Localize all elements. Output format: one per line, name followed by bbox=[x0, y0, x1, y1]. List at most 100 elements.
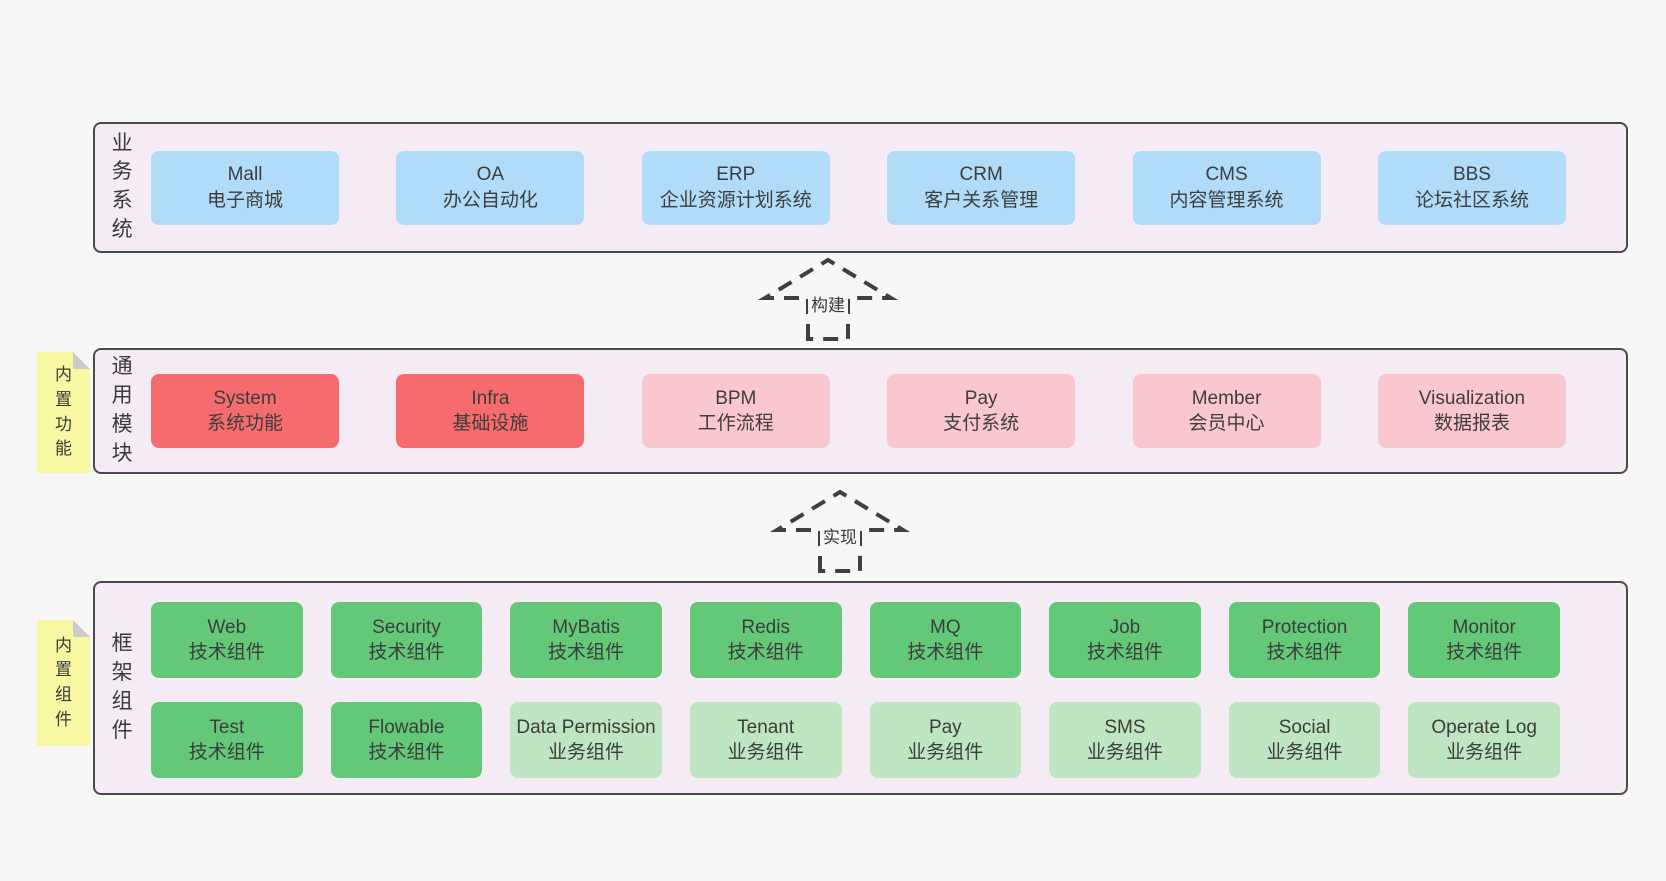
module-box-visualization: Visualization 数据报表 bbox=[1377, 374, 1566, 448]
box-title: OA bbox=[476, 164, 505, 186]
box-title: Protection bbox=[1261, 616, 1348, 638]
sticky-note-built-in-components: 内置组件 bbox=[37, 620, 90, 746]
box-title: BBS bbox=[1452, 164, 1491, 186]
box-subtitle: 技术组件 bbox=[727, 642, 804, 663]
box-subtitle: 工作流程 bbox=[697, 413, 774, 434]
box-title: System bbox=[213, 387, 277, 409]
arrow-up-icon bbox=[769, 489, 911, 573]
box-title: Infra bbox=[471, 387, 510, 409]
component-box-pay: Pay 业务组件 bbox=[869, 702, 1022, 778]
component-box-redis: Redis 技术组件 bbox=[689, 602, 842, 678]
box-title: Monitor bbox=[1452, 616, 1516, 638]
box-title: Operate Log bbox=[1431, 716, 1537, 738]
box-title: Flowable bbox=[368, 716, 445, 738]
box-subtitle: 技术组件 bbox=[368, 742, 445, 763]
component-box-tenant: Tenant 业务组件 bbox=[689, 702, 842, 778]
box-title: ERP bbox=[716, 164, 756, 186]
box-subtitle: 业务组件 bbox=[727, 742, 804, 763]
component-box-flowable: Flowable 技术组件 bbox=[330, 702, 483, 778]
box-subtitle: 技术组件 bbox=[1446, 642, 1523, 663]
box-subtitle: 数据报表 bbox=[1433, 413, 1510, 434]
box-title: Test bbox=[209, 716, 245, 738]
component-box-job: Job 技术组件 bbox=[1049, 602, 1201, 678]
box-subtitle: 客户关系管理 bbox=[924, 189, 1039, 211]
box-title: MQ bbox=[930, 616, 961, 638]
box-subtitle: 电子商城 bbox=[206, 189, 283, 211]
box-subtitle: 技术组件 bbox=[907, 642, 984, 663]
component-box-monitor: Monitor 技术组件 bbox=[1408, 602, 1560, 678]
system-box-erp: ERP 企业资源计划系统 bbox=[641, 150, 830, 225]
box-title: BPM bbox=[715, 387, 757, 409]
component-box-web: Web 技术组件 bbox=[151, 602, 303, 678]
box-title: Pay bbox=[964, 387, 998, 409]
implement-arrow-label: 实现 bbox=[820, 522, 860, 549]
module-box-member: Member 会员中心 bbox=[1132, 374, 1321, 448]
box-subtitle: 论坛社区系统 bbox=[1414, 189, 1529, 211]
box-title: Security bbox=[372, 616, 441, 638]
box-subtitle: 办公自动化 bbox=[442, 189, 538, 211]
build-arrow-label: 构建 bbox=[808, 290, 848, 317]
band-framework-components-boxes: Web 技术组件 Security 技术组件 MyBatis 技术组件 Redi… bbox=[95, 583, 1626, 793]
box-title: Job bbox=[1109, 616, 1141, 638]
sticky-note-text: 内置功能 bbox=[55, 365, 72, 459]
component-box-mq: MQ 技术组件 bbox=[869, 602, 1022, 678]
box-subtitle: 业务组件 bbox=[548, 742, 625, 763]
system-box-cms: CMS 内容管理系统 bbox=[1132, 150, 1321, 225]
box-title: Mall bbox=[227, 164, 263, 186]
box-subtitle: 技术组件 bbox=[548, 642, 625, 663]
box-title: MyBatis bbox=[552, 616, 620, 638]
implement-arrow: 实现 bbox=[762, 484, 918, 574]
band-business-systems-label: 业务系统 bbox=[111, 131, 133, 242]
module-box-system: System 系统功能 bbox=[151, 374, 339, 448]
band-common-modules-label: 通用模块 bbox=[111, 355, 133, 465]
component-box-operate-log: Operate Log 业务组件 bbox=[1408, 702, 1560, 778]
sticky-note-text: 内置组件 bbox=[55, 635, 72, 729]
box-title: Pay bbox=[928, 716, 962, 738]
box-subtitle: 支付系统 bbox=[943, 413, 1020, 434]
component-box-sms: SMS 业务组件 bbox=[1049, 702, 1201, 778]
component-box-protection: Protection 技术组件 bbox=[1228, 602, 1381, 678]
module-box-infra: Infra 基础设施 bbox=[396, 374, 585, 448]
component-box-data-permission: Data Permission 业务组件 bbox=[510, 702, 662, 778]
box-title: Social bbox=[1278, 716, 1331, 738]
box-subtitle: 企业资源计划系统 bbox=[659, 189, 812, 211]
system-box-bbs: BBS 论坛社区系统 bbox=[1377, 150, 1566, 225]
box-subtitle: 业务组件 bbox=[907, 742, 984, 763]
box-title: Tenant bbox=[737, 716, 795, 738]
system-box-mall: Mall 电子商城 bbox=[151, 150, 339, 225]
box-subtitle: 技术组件 bbox=[188, 742, 265, 763]
box-title: Redis bbox=[741, 616, 790, 638]
box-subtitle: 业务组件 bbox=[1086, 742, 1163, 763]
component-box-social: Social 业务组件 bbox=[1228, 702, 1381, 778]
box-title: Member bbox=[1191, 387, 1262, 409]
system-box-crm: CRM 客户关系管理 bbox=[887, 150, 1076, 225]
component-box-mybatis: MyBatis 技术组件 bbox=[510, 602, 662, 678]
component-box-test: Test 技术组件 bbox=[151, 702, 303, 778]
sticky-note-built-in-features: 内置功能 bbox=[37, 352, 90, 473]
band-framework-components-label: 框架组件 bbox=[111, 632, 133, 742]
box-title: CMS bbox=[1205, 164, 1248, 186]
box-subtitle: 业务组件 bbox=[1446, 742, 1523, 763]
box-subtitle: 技术组件 bbox=[1086, 642, 1163, 663]
box-title: SMS bbox=[1104, 716, 1146, 738]
box-title: Web bbox=[207, 616, 247, 638]
band-common-modules: 通用模块 System 系统功能 Infra 基础设施 BPM 工作流程 Pay… bbox=[93, 348, 1628, 474]
band-business-systems-boxes: Mall 电子商城 OA 办公自动化 ERP 企业资源计划系统 CRM 客户关系… bbox=[95, 124, 1626, 251]
box-title: CRM bbox=[959, 164, 1003, 186]
box-title: Data Permission bbox=[516, 716, 656, 738]
box-subtitle: 技术组件 bbox=[1266, 642, 1343, 663]
band-business-systems: 业务系统 Mall 电子商城 OA 办公自动化 ERP 企业资源计划系统 CRM… bbox=[93, 122, 1628, 253]
build-arrow: 构建 bbox=[750, 252, 906, 342]
module-box-bpm: BPM 工作流程 bbox=[641, 374, 830, 448]
box-subtitle: 技术组件 bbox=[188, 642, 265, 663]
arrow-up-icon bbox=[757, 257, 899, 341]
box-title: Visualization bbox=[1418, 387, 1526, 409]
band-common-modules-boxes: System 系统功能 Infra 基础设施 BPM 工作流程 Pay 支付系统… bbox=[95, 350, 1626, 472]
box-subtitle: 业务组件 bbox=[1266, 742, 1343, 763]
box-subtitle: 系统功能 bbox=[206, 413, 283, 434]
band-framework-components: 框架组件 Web 技术组件 Security 技术组件 MyBatis 技术组件… bbox=[93, 581, 1628, 795]
box-subtitle: 内容管理系统 bbox=[1169, 189, 1284, 211]
box-subtitle: 技术组件 bbox=[368, 642, 445, 663]
system-box-oa: OA 办公自动化 bbox=[396, 150, 585, 225]
